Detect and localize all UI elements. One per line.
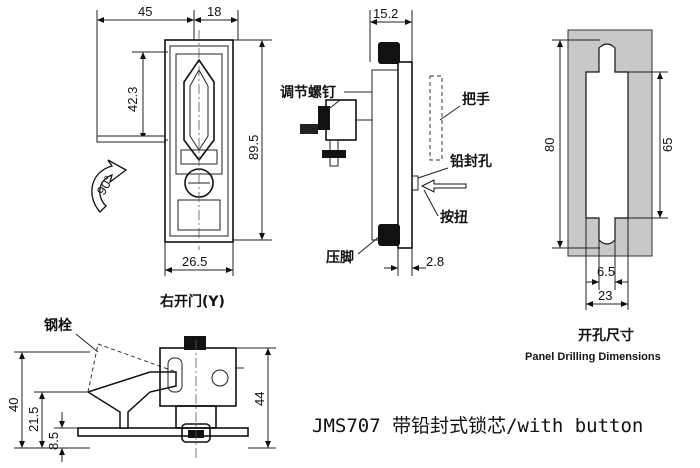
label-handle: 把手 xyxy=(462,91,490,108)
base-plate xyxy=(77,427,249,437)
label-steel-bolt: 钢栓 xyxy=(44,317,72,334)
dim-44: 44 xyxy=(252,392,267,406)
upper-knob xyxy=(378,42,400,64)
rotation-arrow-icon xyxy=(91,159,128,213)
dim-40: 40 xyxy=(6,398,21,412)
label-press-foot: 压脚 xyxy=(326,250,354,266)
dim-89-5: 89.5 xyxy=(246,135,261,160)
dim-42-3: 42.3 xyxy=(125,87,140,112)
dim-15-2: 15.2 xyxy=(373,6,398,21)
dim-26-5: 26.5 xyxy=(182,254,207,269)
cutout-title-en: Panel Drilling Dimensions xyxy=(525,351,661,363)
bottom-cylinder xyxy=(181,423,211,443)
dim-8-5: 8.5 xyxy=(46,432,61,450)
handle-dashed xyxy=(429,75,443,161)
dim-45: 45 xyxy=(138,4,152,19)
dim-80: 80 xyxy=(542,138,557,152)
panel-cutout: 80 65 6.5 23 开孔尺寸 Panel Drilling Dimensi… xyxy=(525,29,675,363)
side-plate xyxy=(397,61,413,249)
dim-6-5: 6.5 xyxy=(597,264,615,279)
side-view: 15.2 调节螺钉 把手 铅封孔 按扭 压脚 xyxy=(280,6,492,276)
button-arrow-icon xyxy=(420,179,467,193)
front-view: 45 18 42.3 89.5 26.5 90° xyxy=(91,4,272,310)
label-adjust-screw: 调节螺钉 xyxy=(280,84,336,101)
label-button: 按扭 xyxy=(440,209,468,226)
bottom-view: 钢栓 40 21.5 8.5 44 xyxy=(6,317,276,462)
label-seal-hole: 铅封孔 xyxy=(449,153,492,170)
cutout-title-cn: 开孔尺寸 xyxy=(578,327,634,344)
front-view-caption: 右开门(Y) xyxy=(159,293,225,310)
dim-21-5: 21.5 xyxy=(26,407,41,432)
dim-2-8: 2.8 xyxy=(426,254,444,269)
pawl xyxy=(86,371,177,429)
dim-65: 65 xyxy=(660,138,675,152)
product-title: JMS707 带铅封式锁芯/with button xyxy=(312,415,643,437)
dim-18: 18 xyxy=(207,4,221,19)
cutout-slot xyxy=(585,43,629,245)
lower-knob xyxy=(378,224,400,246)
dim-23: 23 xyxy=(598,288,612,303)
